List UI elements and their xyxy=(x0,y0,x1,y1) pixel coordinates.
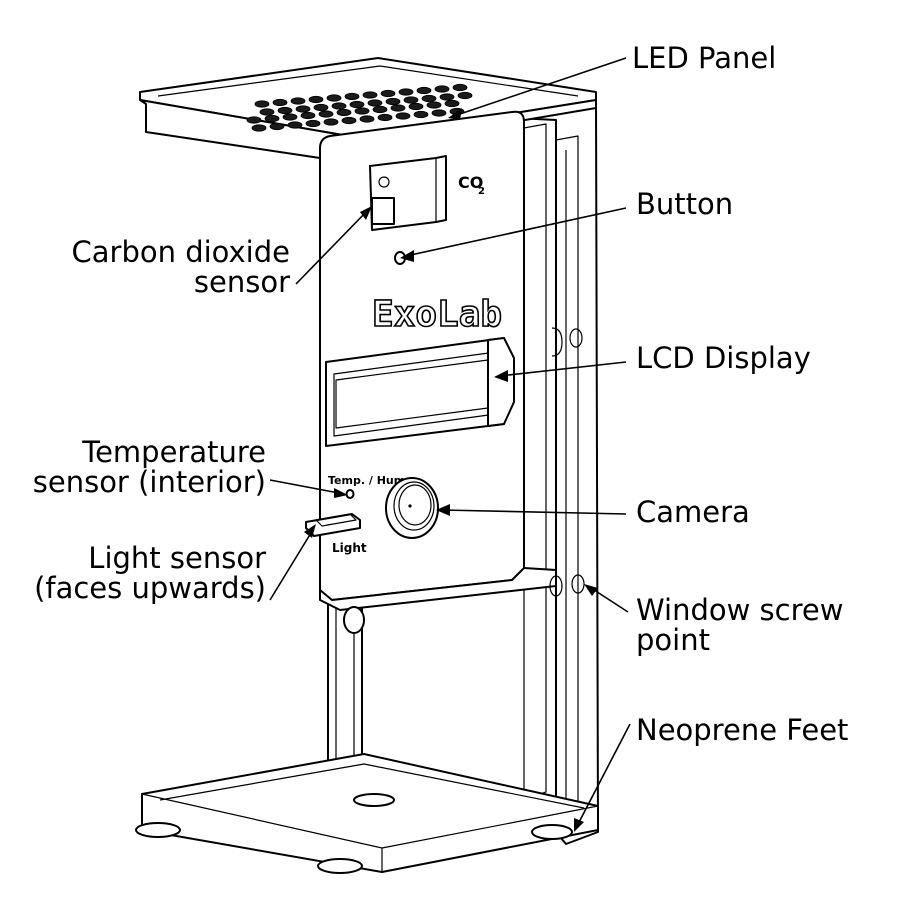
led-cell xyxy=(264,114,280,123)
led-cell xyxy=(403,96,419,104)
neoprene-foot xyxy=(317,858,363,874)
led-cell xyxy=(336,108,352,117)
button-leader xyxy=(405,207,627,257)
neoprene-foot xyxy=(531,824,573,840)
label-co2-sensor-line1: Carbon dioxide xyxy=(72,235,290,269)
base-plate xyxy=(135,753,599,874)
light-sensor-leader xyxy=(269,527,315,601)
led-cell xyxy=(362,91,378,99)
camera-part xyxy=(385,477,439,539)
led-cell xyxy=(323,118,339,126)
led-cell xyxy=(421,94,437,103)
label-temperature-line1: Temperature xyxy=(81,435,266,469)
led-cell xyxy=(272,98,288,107)
led-cell xyxy=(377,113,393,122)
leader-lines xyxy=(269,57,631,832)
led-cell xyxy=(259,108,275,116)
led-panel-leader xyxy=(453,57,627,117)
led-cell xyxy=(359,115,375,123)
led-cell xyxy=(277,106,293,115)
led-cell xyxy=(426,101,442,109)
label-temperature-line2: sensor (interior) xyxy=(33,465,266,499)
label-co2-sensor-line2: sensor xyxy=(194,265,290,299)
led-cell xyxy=(313,103,329,112)
label-button: Button xyxy=(636,187,733,221)
led-cell xyxy=(300,111,316,120)
led-cell xyxy=(408,102,424,111)
neoprene-foot xyxy=(135,822,181,838)
lcd-display-leader xyxy=(499,361,627,377)
led-cell xyxy=(416,86,432,95)
label-camera: Camera xyxy=(636,495,750,529)
led-cell xyxy=(331,102,347,110)
led-panel-grid xyxy=(246,83,473,132)
led-cell xyxy=(246,116,262,124)
led-cell xyxy=(326,94,342,102)
led-cell xyxy=(390,104,406,112)
led-cell xyxy=(380,89,396,98)
led-cell xyxy=(344,92,360,101)
led-cell xyxy=(290,97,306,105)
led-cell xyxy=(457,91,473,100)
led-cell xyxy=(398,88,414,96)
temp-marking: Temp. / Hum. xyxy=(328,474,409,487)
co2-sensor-module: CO 2 xyxy=(369,155,485,231)
camera-leader xyxy=(441,509,627,515)
led-cell xyxy=(367,99,383,107)
led-cell xyxy=(372,105,388,114)
co2-sensor-window xyxy=(371,197,395,225)
temperature-sensor-hole xyxy=(345,489,355,499)
led-cell xyxy=(295,105,311,113)
co2-subscript: 2 xyxy=(478,186,485,197)
led-cell xyxy=(385,97,401,106)
led-cell xyxy=(305,119,321,128)
led-cell xyxy=(254,100,270,108)
co2-marking: CO xyxy=(458,173,483,192)
led-cell xyxy=(439,93,455,101)
led-cell xyxy=(434,85,450,93)
neoprene-foot xyxy=(353,793,395,807)
label-light-sensor-line1: Light sensor xyxy=(88,541,266,575)
lcd-display-part xyxy=(325,337,515,447)
light-sensor-part: Light xyxy=(305,513,367,555)
led-cell xyxy=(444,99,460,108)
neoprene-feet-leader xyxy=(575,723,631,829)
callout-labels: LED Panel Button Carbon dioxide sensor L… xyxy=(33,41,849,747)
label-neoprene-feet: Neoprene Feet xyxy=(636,713,848,747)
led-cell xyxy=(349,100,365,109)
led-cell xyxy=(282,113,298,121)
label-window-screw-line2: point xyxy=(636,623,710,657)
right-side-frame xyxy=(515,99,599,845)
led-cell xyxy=(269,122,285,131)
led-cell xyxy=(251,124,267,132)
led-cell xyxy=(431,109,447,117)
brand-label: ExoLab xyxy=(372,294,502,335)
led-cell xyxy=(395,112,411,120)
led-cell xyxy=(413,110,429,119)
led-cell xyxy=(452,83,468,92)
label-window-screw-line1: Window screw xyxy=(636,593,843,627)
co2-sensor-leader xyxy=(295,209,369,285)
temperature-sensor-leader xyxy=(269,479,345,495)
label-led-panel: LED Panel xyxy=(632,41,776,75)
led-cell xyxy=(318,110,334,118)
led-cell xyxy=(308,95,324,104)
label-lcd-display: LCD Display xyxy=(636,341,811,375)
led-cell xyxy=(341,116,357,125)
label-light-sensor-line2: (faces upwards) xyxy=(34,571,266,605)
led-cell xyxy=(287,121,303,129)
light-marking: Light xyxy=(332,541,367,555)
led-cell xyxy=(354,107,370,115)
